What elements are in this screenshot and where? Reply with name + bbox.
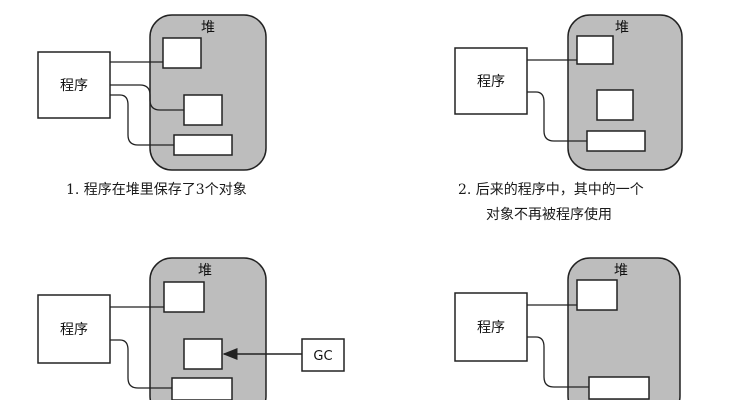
heap-object-2-unreferenced — [596, 89, 634, 121]
reference-line-2 — [110, 84, 184, 111]
program-label: 程序 — [60, 78, 88, 94]
heap-object-2 — [183, 94, 223, 126]
heap-object-3 — [171, 377, 233, 400]
program-label: 程序 — [477, 74, 505, 90]
panel-2: 堆 程序 — [454, 14, 683, 171]
heap-label: 堆 — [201, 20, 215, 36]
heap-object-2-collected — [183, 338, 223, 370]
heap-object-3 — [586, 130, 646, 152]
reference-line-3 — [110, 339, 172, 389]
reference-line-3 — [110, 94, 174, 146]
heap-label: 堆 — [198, 263, 212, 279]
gc-label: GC — [313, 349, 332, 364]
reference-line-3 — [527, 91, 587, 142]
reference-line-3 — [527, 336, 589, 388]
heap-object-1 — [162, 37, 202, 69]
panel-3: 堆 程序 GC — [37, 257, 345, 400]
program-box — [37, 51, 111, 119]
caption-panel-2-line-2: 对象不再被程序使用 — [486, 207, 612, 223]
heap-object-3 — [173, 134, 233, 156]
gc-box — [301, 338, 345, 372]
panel-1: 堆 程序 — [37, 14, 267, 171]
program-label: 程序 — [60, 322, 88, 338]
heap-label: 堆 — [614, 263, 628, 279]
heap-object-3 — [588, 376, 650, 400]
program-box — [37, 294, 111, 364]
caption-panel-1: 1. 程序在堆里保存了3个对象 — [66, 182, 247, 198]
program-label: 程序 — [477, 320, 505, 336]
heap-object-1 — [576, 279, 618, 311]
caption-panel-2-line-1: 2. 后来的程序中，其中的一个 — [458, 182, 644, 198]
heap-object-1 — [163, 281, 205, 313]
heap-object-1 — [576, 35, 614, 65]
heap-label: 堆 — [615, 20, 629, 36]
program-box — [454, 292, 528, 362]
panel-4: 堆 程序 — [454, 257, 681, 400]
program-box — [454, 47, 528, 115]
